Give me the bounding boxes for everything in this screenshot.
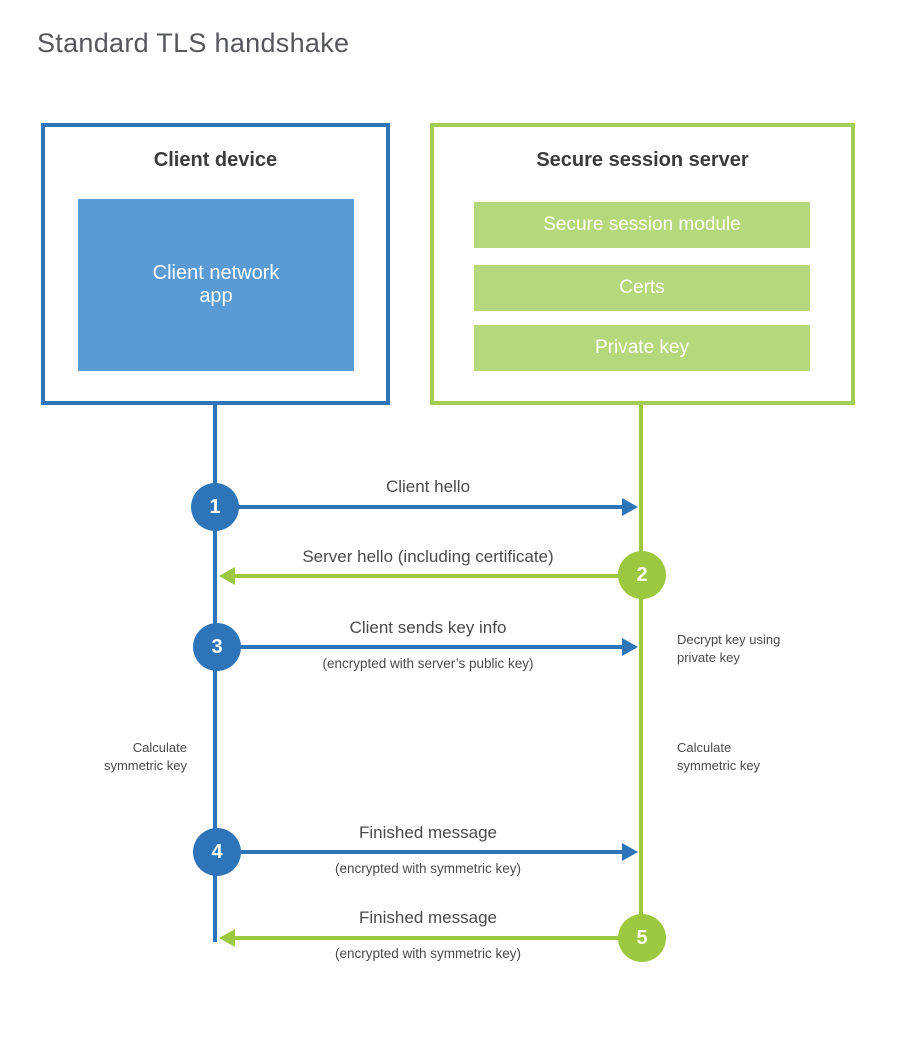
step2-arrowhead-icon	[219, 567, 235, 585]
server-module-secure-session-module: Secure session module	[474, 202, 810, 248]
client-device-box: Client device Client network app	[41, 123, 390, 405]
step1-message-label: Client hello	[385, 477, 471, 496]
calculate-symmetric-key-note-client: Calculate symmetric key	[103, 740, 187, 773]
secure-session-server-box: Secure session server Secure session mod…	[430, 123, 855, 405]
server-module-private-key: Private key	[474, 325, 810, 371]
step2-badge: 2	[618, 551, 666, 599]
step5-message-sublabel: (encrypted with symmetric key)	[334, 946, 522, 961]
step5-message-label: Finished message	[359, 908, 497, 927]
step3-message-sublabel: (encrypted with server’s public key)	[322, 656, 534, 671]
client-lifeline	[213, 405, 217, 942]
step5-arrow	[234, 936, 618, 940]
client-device-title: Client device	[153, 149, 278, 171]
secure-session-server-title: Secure session server	[536, 149, 749, 171]
step4-message-sublabel: (encrypted with symmetric key)	[334, 861, 522, 876]
step5-badge: 5	[618, 914, 666, 962]
calculate-symmetric-key-note-server: Calculate symmetric key	[677, 740, 761, 773]
client-network-app-box: Client network app	[78, 199, 354, 371]
server-lifeline	[639, 405, 643, 942]
server-module-certs: Certs	[474, 265, 810, 311]
step5-arrowhead-icon	[219, 929, 235, 947]
step1-arrow	[215, 505, 622, 509]
step3-badge: 3	[193, 623, 241, 671]
step4-badge: 4	[193, 828, 241, 876]
step1-arrowhead-icon	[622, 498, 638, 516]
step3-message-label: Client sends key info	[349, 618, 507, 637]
page-title: Standard TLS handshake	[37, 28, 350, 58]
step3-arrow	[215, 645, 622, 649]
step4-message-label: Finished message	[359, 823, 497, 842]
step2-arrow	[234, 574, 618, 578]
step2-message-label: Server hello (including certificate)	[302, 547, 554, 566]
step3-arrowhead-icon	[622, 638, 638, 656]
decrypt-key-note: Decrypt key using private key	[677, 632, 781, 665]
step4-arrow	[215, 850, 622, 854]
step4-arrowhead-icon	[622, 843, 638, 861]
step1-badge: 1	[191, 483, 239, 531]
